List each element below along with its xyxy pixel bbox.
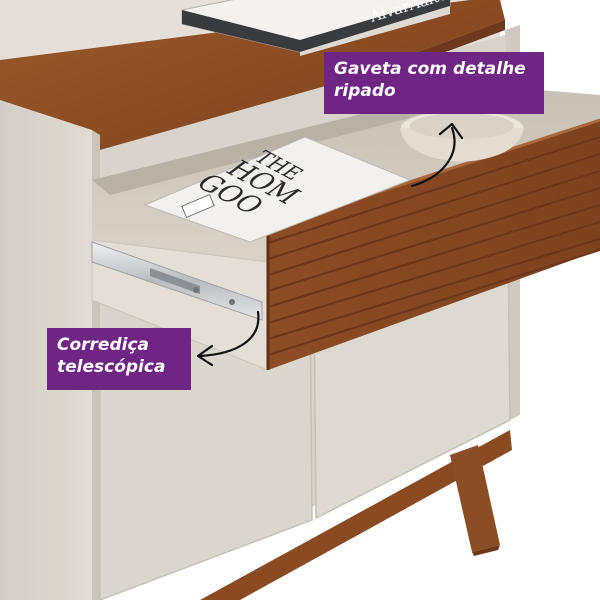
drawer-rib — [267, 153, 600, 260]
wooden-leg-foot — [472, 545, 500, 556]
drawer-rib — [267, 187, 600, 292]
slide-rail-bracket — [150, 268, 200, 294]
callout-ribbed-drawer-line1: Gaveta com detalhe — [334, 59, 526, 79]
callout-telescopic-slide-line2: telescópica — [57, 357, 166, 377]
ceramic-bowl-body — [400, 128, 524, 162]
book-cover-dark — [182, 0, 450, 52]
ceramic-bowl-inner — [410, 113, 514, 139]
slide-rail-screw — [193, 287, 199, 293]
slide-rail-screw — [229, 299, 235, 305]
drawer-rib — [267, 136, 600, 244]
arrow-to-drawer — [410, 126, 456, 188]
drawer-rib — [267, 238, 600, 340]
arrow-head-drawer — [438, 122, 464, 140]
ribbed-drawer-front — [268, 120, 600, 370]
wooden-leg — [450, 445, 500, 552]
callout-ribbed-drawer-line2: ripado — [334, 81, 396, 101]
wooden-base — [200, 430, 512, 600]
drawer-rib — [267, 221, 600, 324]
magazine — [143, 136, 412, 243]
callout-telescopic-slide-line1: Corrediça — [57, 335, 149, 355]
arrow-head-slide — [196, 344, 214, 367]
callout-ribbed-drawer: Gaveta com detalhe ripado — [324, 52, 544, 114]
magazine-barcode — [181, 194, 215, 218]
drawer-rib — [267, 170, 600, 276]
drawer-rib — [267, 204, 600, 308]
cabinet-left-side — [0, 100, 92, 600]
wooden-shelf-top — [0, 0, 505, 180]
arrow-to-slide — [198, 310, 260, 358]
drawer-rib — [267, 249, 600, 356]
book-pages — [300, 6, 450, 56]
callout-telescopic-slide: Corrediça telescópica — [47, 328, 191, 390]
